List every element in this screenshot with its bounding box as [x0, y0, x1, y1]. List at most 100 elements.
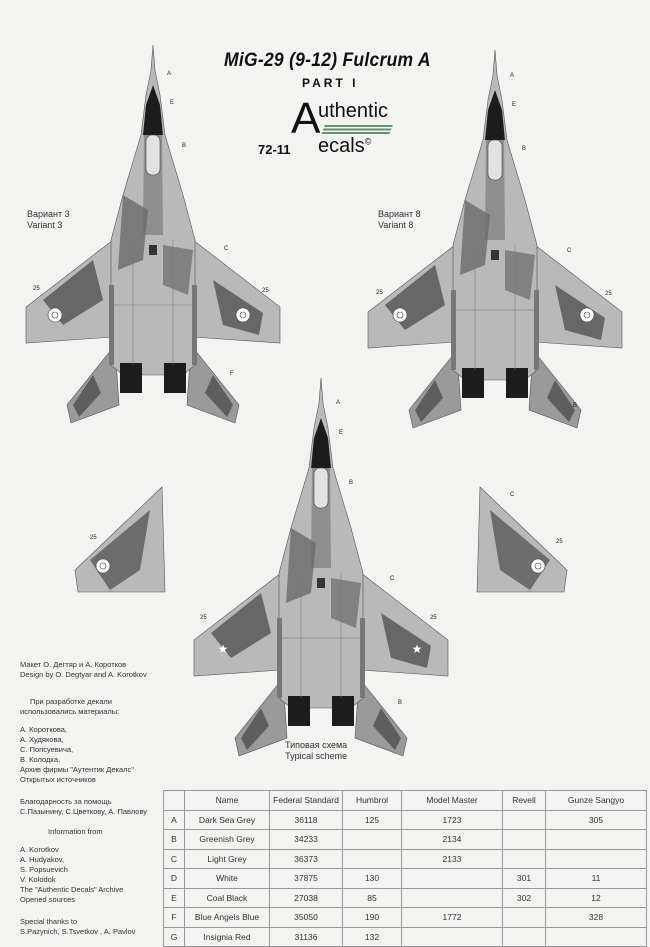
table-cell: 37875	[269, 868, 343, 889]
copyright-mark: ©	[364, 136, 372, 147]
table-cell: Coal Black	[184, 887, 270, 908]
table-cell: Greenish Grey	[184, 829, 270, 850]
table-cell: 132	[342, 926, 402, 947]
source-item: A. Hudyakov,	[20, 855, 65, 864]
header-cell: Revell	[502, 790, 546, 811]
header-cell: Humbrol	[342, 790, 402, 811]
information-en: Information from A. Korotkov A. Hudyakov…	[20, 827, 123, 905]
table-cell	[502, 848, 546, 869]
callout-b: B	[398, 700, 402, 706]
callout-25: 25	[556, 539, 563, 545]
table-cell: G	[163, 926, 185, 947]
callout-25: 25	[376, 290, 383, 296]
source-item: S. Popsuevich	[20, 865, 68, 874]
info-heading: Information from	[48, 827, 103, 836]
table-cell: 2134	[401, 829, 503, 850]
aircraft-variant-3	[25, 44, 281, 424]
source-item: В. Колодка,	[20, 755, 61, 764]
header-cell: Gunze Sangyo	[545, 790, 647, 811]
callout-a: A	[336, 400, 340, 406]
thanks-names-en: S.Pazynich, S.Tsvetkov , A. Pavlov	[20, 927, 136, 936]
table-cell: F	[163, 907, 185, 928]
table-cell	[342, 848, 402, 869]
thanks-heading-ru: Благодарность за помощь	[20, 797, 112, 806]
variant-label-ru: Вариант 3	[27, 209, 70, 219]
callout-a: A	[167, 71, 171, 77]
detached-wing-right	[476, 486, 568, 593]
aircraft-typical-scheme: ★ ★	[193, 377, 449, 757]
svg-text:★: ★	[218, 642, 229, 656]
catalog-number: 72-11	[258, 142, 291, 157]
table-cell	[401, 868, 503, 889]
detached-wing-left	[74, 486, 166, 593]
variant-3-label: Вариант 3 Variant 3	[27, 209, 70, 231]
typical-scheme-label: Типовая схема Typical scheme	[285, 740, 347, 762]
callout-e: E	[170, 100, 174, 106]
callout-labels: A E B C 25 25 F A E B C 25 25 B A E B C …	[33, 71, 612, 706]
table-cell: 190	[342, 907, 402, 928]
part-label: PART I	[302, 76, 359, 90]
materials-ru: При разработке декали использовались мат…	[20, 697, 134, 785]
header-cell: Federal Standard	[269, 790, 343, 811]
authentic-decals-logo: 72-11 A uthentic ecals©	[258, 95, 398, 165]
table-cell	[401, 887, 503, 908]
variant-label-en: Typical scheme	[285, 751, 348, 761]
variant-label-ru: Типовая схема	[285, 740, 348, 750]
callout-b: B	[182, 143, 186, 149]
source-item: А. Худякова,	[20, 735, 64, 744]
logo-stripes	[321, 125, 393, 135]
table-cell: 2133	[401, 848, 503, 869]
materials-heading-1: При разработке декали	[30, 697, 112, 706]
source-item: V. Kolodok	[20, 875, 56, 884]
table-cell: 130	[342, 868, 402, 889]
table-cell: 302	[502, 887, 546, 908]
table-cell: C	[163, 848, 185, 869]
table-cell: 1723	[401, 809, 503, 830]
table-cell: White	[184, 868, 270, 889]
callout-c: C	[510, 492, 515, 498]
table-cell	[502, 907, 546, 928]
source-item: С. Попсуевича,	[20, 745, 74, 754]
callout-25: 25	[262, 288, 269, 294]
variant-label-ru: Вариант 8	[378, 209, 421, 219]
thanks-en: Special thanks to S.Pazynich, S.Tsvetkov…	[20, 917, 135, 937]
table-cell: 305	[545, 809, 647, 830]
callout-25: 25	[430, 615, 437, 621]
table-cell	[502, 809, 546, 830]
table-cell: B	[163, 829, 185, 850]
callout-b: B	[573, 403, 577, 409]
callout-e: E	[512, 102, 516, 108]
table-cell: 125	[342, 809, 402, 830]
paint-reference-table: Name Federal Standard Humbrol Model Mast…	[163, 790, 647, 947]
table-cell	[545, 848, 647, 869]
source-item: A. Korotkov	[20, 845, 59, 854]
table-cell: 36373	[269, 848, 343, 869]
table-cell: 85	[342, 887, 402, 908]
table-cell	[502, 829, 546, 850]
design-credits: Макет О. Дегтяр и А. Коротков Design by …	[20, 660, 147, 680]
callout-b: B	[522, 146, 526, 152]
callout-25: 25	[90, 535, 97, 541]
header-cell: Model Master	[401, 790, 503, 811]
table-cell	[401, 926, 503, 947]
variant-label-en: Variant 8	[378, 220, 414, 230]
variant-8-label: Вариант 8 Variant 8	[378, 209, 421, 231]
callout-25: 25	[33, 286, 40, 292]
callout-c: C	[390, 576, 395, 582]
thanks-ru: Благодарность за помощь С.Пазынину, С.Цв…	[20, 797, 147, 817]
table-cell: 31136	[269, 926, 343, 947]
logo-line-2-text: ecals	[318, 135, 365, 157]
source-item: Архив фирмы "Аутентик Декалс"	[20, 765, 134, 774]
table-cell: Dark Sea Grey	[184, 809, 270, 830]
table-cell: Insignia Red	[184, 926, 270, 947]
table-cell: Light Grey	[184, 848, 270, 869]
logo-line-1: uthentic	[318, 100, 389, 122]
table-cell	[342, 829, 402, 850]
table-cell: D	[163, 868, 185, 889]
callout-f: F	[230, 371, 234, 377]
design-en: Design by O. Degtyar and A. Korotkov	[20, 670, 147, 679]
callout-25: 25	[605, 291, 612, 297]
table-cell: 27038	[269, 887, 343, 908]
